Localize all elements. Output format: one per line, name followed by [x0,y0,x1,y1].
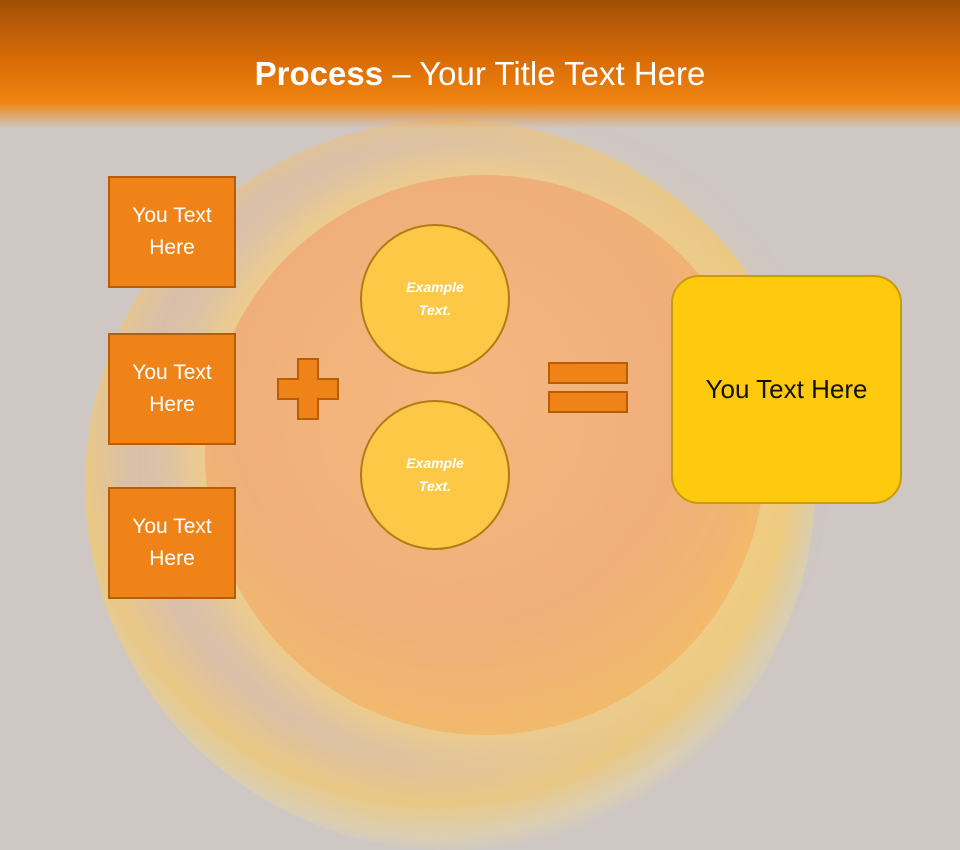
result-box[interactable]: You Text Here [671,275,902,504]
input-box-label: You Text Here [122,511,222,575]
input-box-label: You Text Here [122,357,222,421]
slide-header: Process – Your Title Text Here [0,0,960,128]
input-box-label-line1: You Text [132,361,212,384]
input-box-label-line2: Here [149,236,195,259]
result-label: You Text Here [705,374,868,404]
example-circle-label: Example Text. [395,276,475,322]
input-box-label-line2: Here [149,393,195,416]
example-circle-label: Example Text. [395,452,475,498]
example-circle-1[interactable]: Example Text. [360,224,510,374]
input-box-label: You Text Here [122,200,222,264]
input-box-label-line2: Here [149,547,195,570]
input-box-1[interactable]: You Text Here [108,176,236,288]
slide-title: Process – Your Title Text Here [0,50,960,98]
plus-icon [277,358,339,420]
title-rest: – Your Title Text Here [383,55,706,92]
equals-icon [548,362,628,413]
input-box-3[interactable]: You Text Here [108,487,236,599]
input-box-label-line1: You Text [132,204,212,227]
example-circle-line2: Text. [418,478,452,494]
input-box-2[interactable]: You Text Here [108,333,236,445]
example-circle-2[interactable]: Example Text. [360,400,510,550]
title-bold: Process [254,55,384,92]
example-circle-line1: Example [406,455,464,471]
example-circle-line2: Text. [418,302,452,318]
example-circle-line1: Example [406,279,464,295]
input-box-label-line1: You Text [132,515,212,538]
